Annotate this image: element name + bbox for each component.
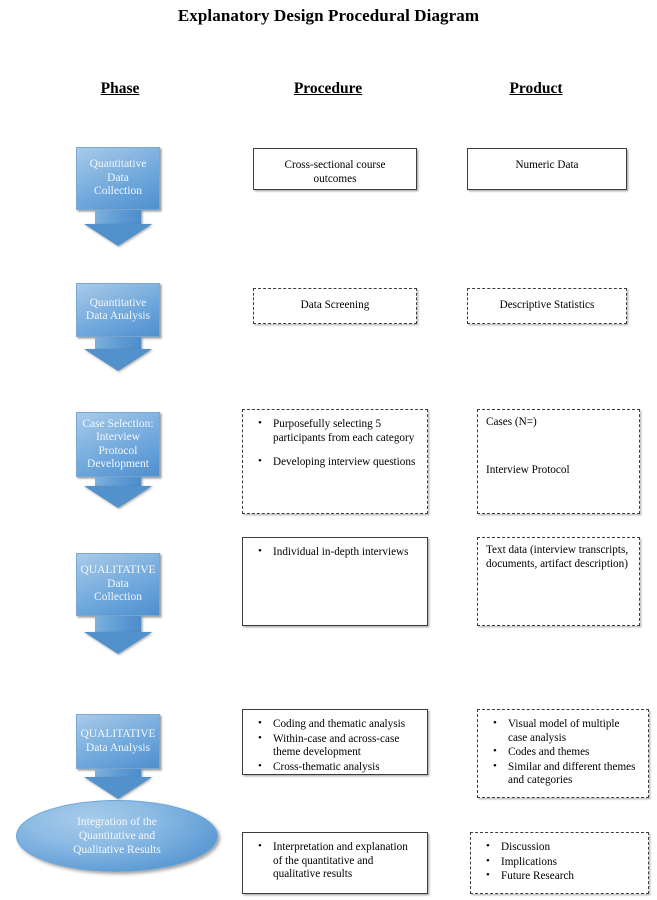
phase-label-line: Data bbox=[107, 171, 129, 184]
bullet-item: Interpretation and explanation of the qu… bbox=[258, 840, 419, 882]
phase-body: Quantitative Data Analysis bbox=[76, 283, 160, 337]
procedure-box-row-4: Individual in-depth interviews bbox=[242, 537, 428, 626]
phase-label-line: Quantitative bbox=[89, 158, 147, 171]
procedure-text-line: Cross-sectional course bbox=[284, 159, 386, 171]
bullet-item: Individual in-depth interviews bbox=[258, 545, 419, 560]
bullet-item: Discussion bbox=[486, 840, 640, 855]
phase-label-line: Data Analysis bbox=[85, 741, 151, 754]
phase-label-line: Interview bbox=[95, 431, 141, 443]
product-text-line: Descriptive Statistics bbox=[499, 299, 595, 311]
phase-label-line: Quantitative bbox=[89, 296, 147, 309]
phase-shape-quantitative-data-collection: Quantitative Data Collection bbox=[76, 147, 180, 246]
phase-label-line: QUALITATIVE bbox=[80, 728, 156, 740]
product-box-row-2: Descriptive Statistics bbox=[467, 288, 627, 324]
phase-label-line: Qualitative Results bbox=[73, 844, 161, 856]
phase-label-line: Data Analysis bbox=[85, 310, 151, 322]
phase-shape-quantitative-data-analysis: Quantitative Data Analysis bbox=[76, 283, 180, 371]
phase-body: QUALITATIVE Data Collection bbox=[76, 553, 160, 616]
phase-label-line: Quantitative and bbox=[78, 830, 156, 842]
procedure-text-line: Data Screening bbox=[300, 299, 370, 311]
procedure-box-row-6: Interpretation and explanation of the qu… bbox=[242, 832, 428, 894]
phase-label-line: Case Selection: bbox=[82, 417, 154, 430]
column-header-phase: Phase bbox=[100, 80, 140, 97]
bullet-item: Similar and different themes and categor… bbox=[493, 760, 640, 788]
phase-label-line: Protocol bbox=[98, 444, 138, 457]
phase-label-line: Data bbox=[107, 577, 129, 590]
bullet-item: Cross-thematic analysis bbox=[258, 760, 419, 775]
page-title: Explanatory Design Procedural Diagram bbox=[177, 6, 480, 25]
product-box-row-6: Discussion Implications Future Research bbox=[470, 832, 649, 894]
procedure-box-row-2: Data Screening bbox=[253, 288, 417, 324]
phase-label-line: Collection bbox=[94, 591, 142, 604]
bullet-item: Coding and thematic analysis bbox=[258, 717, 419, 732]
bullet-item: Within-case and across-case theme develo… bbox=[258, 732, 419, 760]
phase-shape-qualitative-data-collection: QUALITATIVE Data Collection bbox=[76, 553, 180, 654]
phase-body: QUALITATIVE Data Analysis bbox=[76, 714, 160, 769]
phase-label-line: Development bbox=[87, 458, 149, 470]
bullet-item: Codes and themes bbox=[493, 745, 640, 760]
phase-label-line: QUALITATIVE bbox=[80, 564, 156, 577]
bullet-item: Implications bbox=[486, 855, 640, 870]
product-text-line: Text data (interview transcripts, docume… bbox=[486, 544, 629, 570]
phase-label-line: Collection bbox=[94, 185, 142, 198]
product-box-row-3: Cases (N=) Interview Protocol bbox=[477, 409, 640, 514]
product-text-line: Numeric Data bbox=[515, 159, 579, 171]
phase-body: Quantitative Data Collection bbox=[76, 147, 160, 210]
bullet-item: Purposefully selecting 5 participants fr… bbox=[258, 417, 419, 445]
product-text-line: Cases (N=) bbox=[486, 416, 537, 428]
procedure-box-row-1: Cross-sectional course outcomes bbox=[253, 148, 417, 190]
product-text-line: Interview Protocol bbox=[486, 463, 570, 476]
product-box-row-5: Visual model of multiple case analysis C… bbox=[477, 709, 649, 798]
phase-body: Case Selection: Interview Protocol Devel… bbox=[76, 412, 160, 477]
product-box-row-1: Numeric Data bbox=[467, 148, 627, 190]
phase-shape-qualitative-data-analysis: QUALITATIVE Data Analysis bbox=[76, 714, 180, 799]
bullet-item: Future Research bbox=[486, 869, 640, 884]
phase-shape-case-selection: Case Selection: Interview Protocol Devel… bbox=[76, 412, 180, 508]
column-header-product: Product bbox=[509, 80, 563, 97]
integration-ellipse: Integration of the Quantitative and Qual… bbox=[16, 800, 218, 872]
procedure-box-row-3: Purposefully selecting 5 participants fr… bbox=[242, 409, 428, 514]
phase-label-line: Integration of the bbox=[77, 816, 157, 828]
column-header-procedure: Procedure bbox=[293, 80, 363, 97]
procedure-box-row-5: Coding and thematic analysis Within-case… bbox=[242, 709, 428, 775]
product-box-row-4: Text data (interview transcripts, docume… bbox=[477, 537, 640, 626]
bullet-item: Developing interview questions bbox=[258, 455, 419, 470]
procedure-text-line: outcomes bbox=[313, 172, 357, 185]
bullet-item: Visual model of multiple case analysis bbox=[493, 717, 640, 745]
